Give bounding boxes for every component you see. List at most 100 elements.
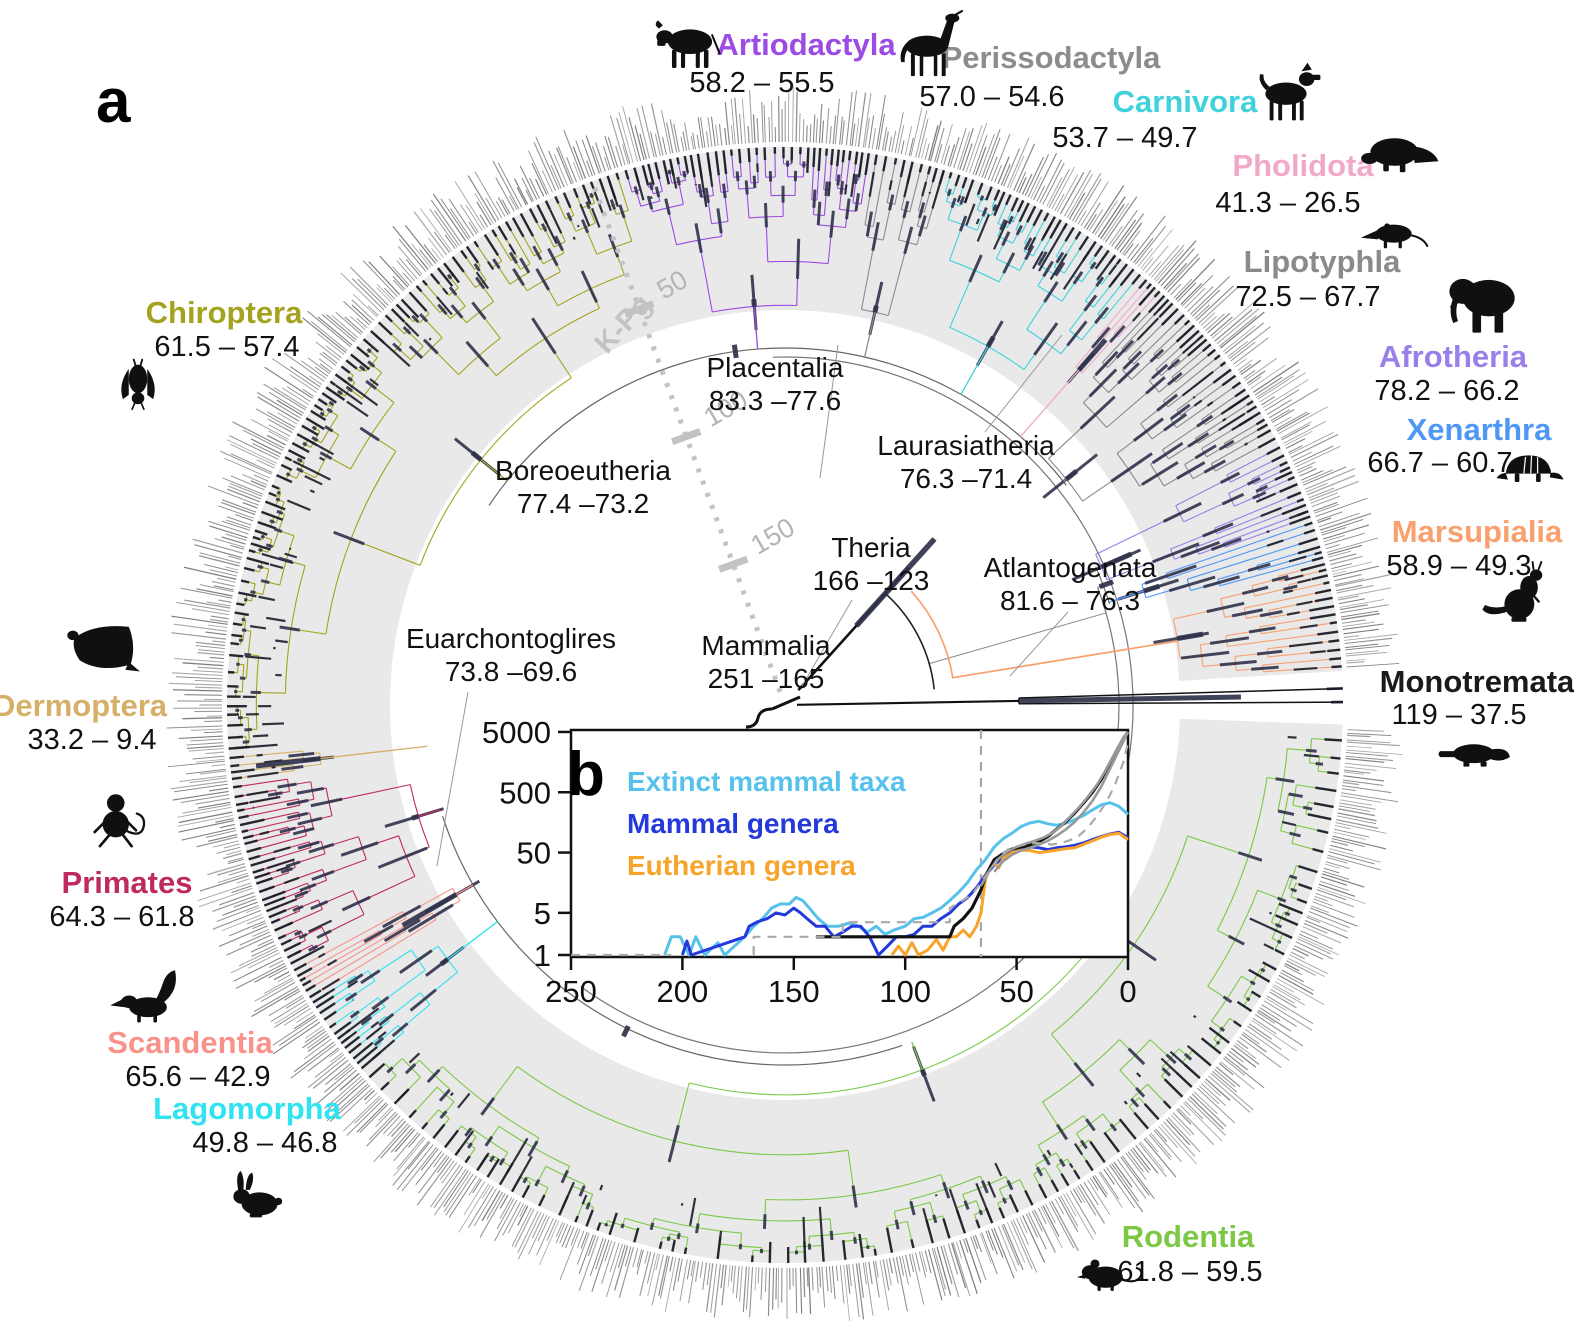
clade-range-dermoptera: 33.2 – 9.4 xyxy=(28,724,157,756)
clade-range-chiroptera: 61.5 – 57.4 xyxy=(154,331,299,363)
clade-name-monotremata: Monotremata xyxy=(1380,664,1574,699)
clade-name-xenarthra: Xenarthra xyxy=(1407,412,1552,447)
clade-range-scandentia: 65.6 – 42.9 xyxy=(125,1061,270,1093)
series-extinct-mammal-taxa xyxy=(663,801,1129,957)
dog-icon xyxy=(1259,62,1321,121)
elephant-icon xyxy=(1449,278,1515,333)
clade-name-rodentia: Rodentia xyxy=(1122,1219,1255,1254)
time-axis-tick-label: 150 xyxy=(746,512,800,561)
clade-range-afrotheria: 78.2 – 66.2 xyxy=(1374,375,1519,407)
node-label-placentalia: Placentalia xyxy=(707,352,844,383)
clade-name-lipotyphla: Lipotyphla xyxy=(1244,244,1401,279)
clade-name-scandentia: Scandentia xyxy=(107,1025,273,1060)
inset-x-tick: 50 xyxy=(999,974,1033,1009)
cow-icon xyxy=(655,20,721,68)
clade-artiodactyla xyxy=(624,146,870,350)
inset-x-tick: 250 xyxy=(545,974,597,1009)
node-range-placentalia: 83.3 –77.6 xyxy=(709,385,841,416)
platypus-icon xyxy=(1438,744,1510,767)
clade-range-perissodactyla: 57.0 – 54.6 xyxy=(919,81,1064,113)
mouse-icon xyxy=(1076,1259,1143,1292)
node-label-theria: Theria xyxy=(831,532,911,563)
clade-name-primates: Primates xyxy=(62,865,193,900)
armadillo-icon xyxy=(1496,455,1564,482)
node-range-laurasiatheria: 76.3 –71.4 xyxy=(900,463,1032,494)
clade-name-perissodactyla: Perissodactyla xyxy=(942,40,1162,75)
clade-lagomorpha xyxy=(312,921,498,1070)
legend-mammal-genera: Mammal genera xyxy=(627,808,839,839)
clade-name-artiodactyla: Artiodactyla xyxy=(716,27,896,62)
clade-name-chiroptera: Chiroptera xyxy=(146,295,304,330)
clade-range-lipotyphla: 72.5 – 67.7 xyxy=(1235,281,1380,313)
clade-name-carnivora: Carnivora xyxy=(1113,84,1258,119)
series-ltt-ci-lower xyxy=(993,731,1130,873)
clade-pholidota xyxy=(1019,279,1161,438)
rabbit-icon xyxy=(233,1171,283,1218)
node-range-theria: 166 –123 xyxy=(813,565,930,596)
clade-perissodactyla xyxy=(860,154,946,358)
clade-labels: Artiodactyla 58.2 – 55.5 Perissodactyla 57.… xyxy=(0,9,1574,1292)
inset-y-tick: 5000 xyxy=(482,715,551,750)
node-range-euarchontoglires: 73.8 –69.6 xyxy=(445,656,577,687)
clade-monotremata xyxy=(796,687,1343,706)
series-ltt-ci-upper xyxy=(979,731,1129,887)
clade-name-marsupialia: Marsupialia xyxy=(1392,514,1563,549)
clade-range-xenarthra: 66.7 – 60.7 xyxy=(1367,447,1512,479)
clade-afrotheria xyxy=(1071,446,1311,582)
inset-x-tick: 0 xyxy=(1119,974,1136,1009)
series-ltt-ci-dashed xyxy=(752,742,1130,955)
node-range-boreoeutheria: 77.4 –73.2 xyxy=(517,488,649,519)
clade-marsupialia xyxy=(1153,562,1342,673)
inset-y-tick: 1 xyxy=(534,938,551,973)
legend-extinct-mammal-taxa: Extinct mammal taxa xyxy=(627,766,906,797)
inset-x-tick: 200 xyxy=(657,974,709,1009)
clade-primates xyxy=(232,778,444,965)
bat-icon xyxy=(121,358,155,411)
clade-range-marsupialia: 58.9 – 49.3 xyxy=(1386,550,1531,582)
node-label-euarchontoglires: Euarchontoglires xyxy=(406,623,616,654)
inset-y-tick: 5 xyxy=(534,896,551,931)
inset-y-tick: 50 xyxy=(517,836,551,871)
colugo-icon xyxy=(67,626,140,672)
inset-x-tick: 150 xyxy=(768,974,820,1009)
node-label-mammalia: Mammalia xyxy=(701,630,831,661)
clade-range-carnivora: 53.7 – 49.7 xyxy=(1052,122,1197,154)
series-mammal-genera xyxy=(680,830,1129,957)
clade-name-afrotheria: Afrotheria xyxy=(1379,339,1528,374)
node-label-atlantogenata: Atlantogenata xyxy=(984,552,1157,583)
panel-a-label: a xyxy=(96,67,131,136)
clade-xenarthra xyxy=(1108,521,1324,603)
clade-dermoptera xyxy=(229,745,428,781)
clade-range-monotremata: 119 – 37.5 xyxy=(1392,699,1527,731)
pangolin-icon xyxy=(1361,138,1439,173)
clade-range-artiodactyla: 58.2 – 55.5 xyxy=(689,67,834,99)
horse-icon xyxy=(900,9,964,77)
clade-lipotyphla xyxy=(1042,294,1276,502)
clade-range-lagomorpha: 49.8 – 46.8 xyxy=(192,1127,337,1159)
node-label-boreoeutheria: Boreoeutheria xyxy=(495,455,671,486)
node-label-laurasiatheria: Laurasiatheria xyxy=(877,430,1055,461)
kangaroo-icon xyxy=(1482,560,1543,622)
shrew-icon xyxy=(1360,223,1429,249)
node-range-mammalia: 251 –165 xyxy=(708,663,825,694)
clade-range-primates: 64.3 – 61.8 xyxy=(49,901,194,933)
monkey-icon xyxy=(93,794,146,848)
tip-label-fringe xyxy=(166,86,1403,1322)
clade-range-rodentia: 61.8 – 59.5 xyxy=(1117,1256,1262,1288)
node-range-atlantogenata: 81.6 – 76.3 xyxy=(1000,585,1140,616)
clade-name-pholidota: Pholidota xyxy=(1232,148,1374,183)
legend-eutherian-genera: Eutherian genera xyxy=(627,850,856,881)
clade-carnivora xyxy=(944,172,1142,395)
clade-name-lagomorpha: Lagomorpha xyxy=(153,1091,341,1126)
clade-chiroptera xyxy=(226,172,633,750)
inset-y-tick: 500 xyxy=(499,775,551,810)
panel-b-label: b xyxy=(567,740,605,809)
clade-name-dermoptera: Dermoptera xyxy=(0,688,168,723)
clade-range-pholidota: 41.3 – 26.5 xyxy=(1215,187,1360,219)
treeshrew-icon xyxy=(110,970,176,1023)
